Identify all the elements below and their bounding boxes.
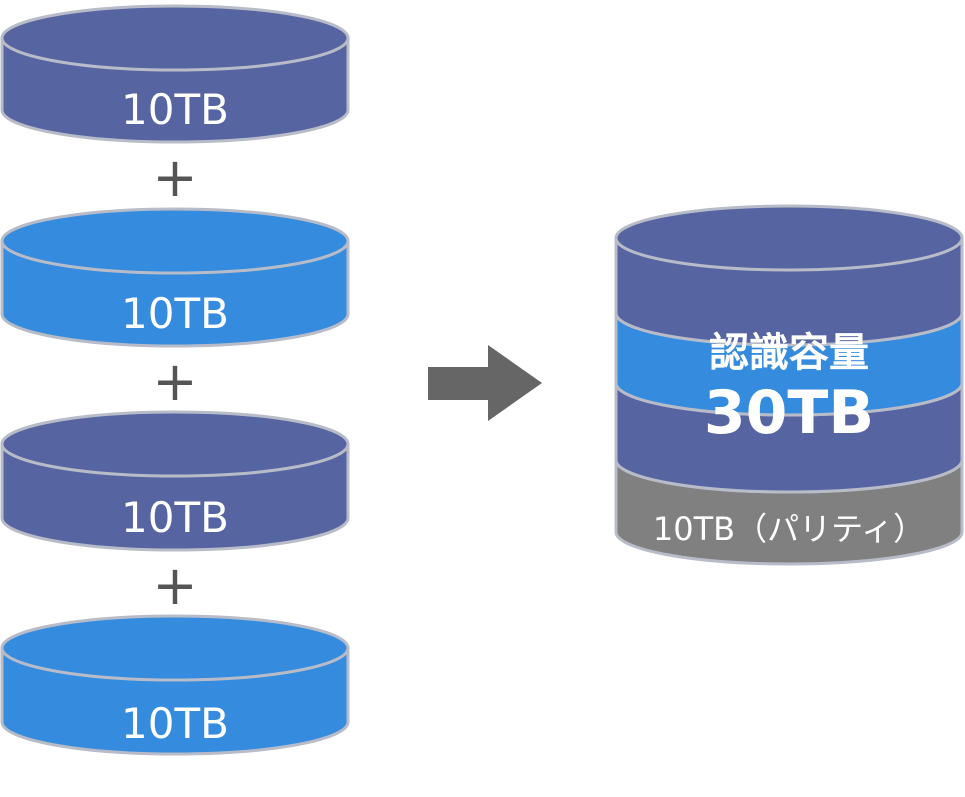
result-volume: 認識容量 30TB 10TB（パリティ） [614,204,964,566]
disk-4-label: 10TB [121,699,229,748]
arrow-right-icon [428,345,542,421]
disk-2-label: 10TB [121,289,229,338]
disk-2: 10TB [0,207,350,348]
parity-label: 10TB（パリティ） [653,510,925,548]
capacity-title: 認識容量 [709,330,869,376]
disk-3: 10TB [0,410,350,552]
capacity-value: 30TB [704,378,874,448]
disk-3-label: 10TB [121,493,229,542]
plus-sign-1: + [152,146,197,209]
plus-sign-3: + [152,554,197,617]
disk-1-label: 10TB [121,85,229,134]
plus-sign-2: + [152,350,197,413]
disk-1: 10TB [0,4,350,144]
disk-4: 10TB [0,614,350,756]
